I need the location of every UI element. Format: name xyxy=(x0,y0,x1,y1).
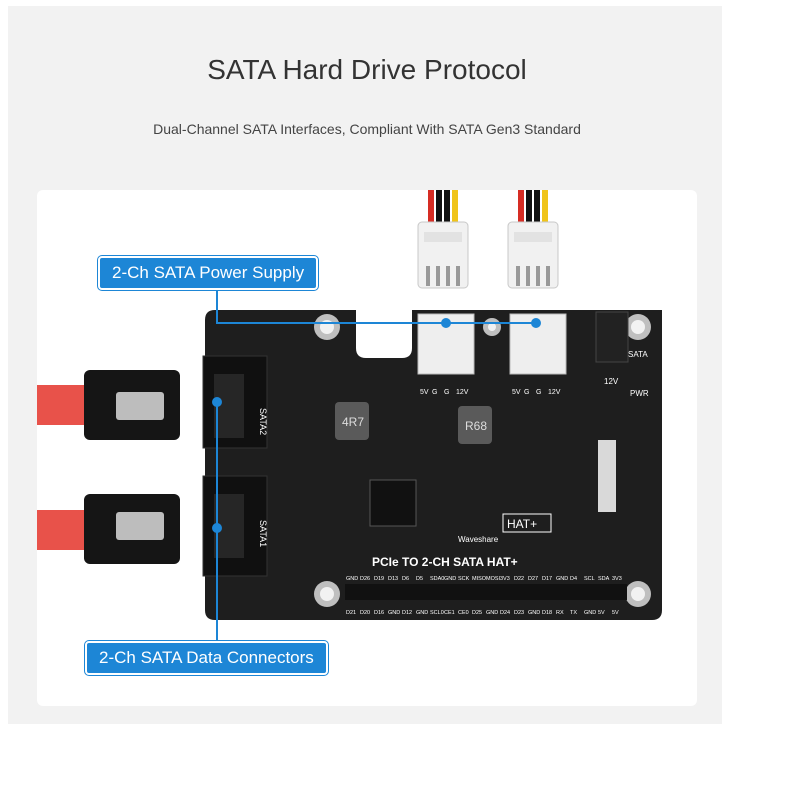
data-leader-line xyxy=(212,397,222,640)
gpio-pin-label: SCL0 xyxy=(430,610,444,616)
gpio-pin-label: SDA xyxy=(598,576,610,582)
board-name: PCIe TO 2-CH SATA HAT+ xyxy=(372,555,518,569)
gpio-pin-label: D6 xyxy=(402,576,409,582)
gpio-pin-label: D26 xyxy=(360,576,370,582)
pin-label: G xyxy=(444,389,449,396)
gpio-pin-label: D19 xyxy=(374,576,384,582)
page-subtitle: Dual-Channel SATA Interfaces, Compliant … xyxy=(153,121,581,137)
gpio-pin-label: GND xyxy=(416,610,428,616)
gpio-pin-label: SCK xyxy=(458,576,470,582)
gpio-pin-label: D25 xyxy=(472,610,482,616)
power-cable-right xyxy=(507,190,559,289)
gpio-pin-label: GND xyxy=(388,610,400,616)
gpio-pin-label: D23 xyxy=(514,610,524,616)
gpio-pin-label: SDA0 xyxy=(430,576,444,582)
gpio-pin-label: D22 xyxy=(514,576,524,582)
hat-badge-frame xyxy=(502,513,552,533)
gpio-pin-label: 3V3 xyxy=(612,576,622,582)
gpio-pin-label: MOSI xyxy=(486,576,501,582)
pin-label: G xyxy=(536,389,541,396)
gpio-pin-label: TX xyxy=(570,610,577,616)
gpio-pin-label: D13 xyxy=(388,576,398,582)
gpio-pin-label: 5V xyxy=(598,610,605,616)
power-leader-line xyxy=(216,285,541,328)
gpio-pin-label: D12 xyxy=(402,610,412,616)
gpio-pin-label: GND xyxy=(584,610,596,616)
gpio-pin-label: 5V xyxy=(612,610,619,616)
data-connectors-callout: 2-Ch SATA Data Connectors xyxy=(85,641,328,675)
gpio-pin-label: GND xyxy=(528,610,540,616)
pin-label: G xyxy=(524,389,529,396)
pin-label: 12V xyxy=(548,389,561,396)
gpio-pin-label: SCL xyxy=(584,576,595,582)
inductor-label-2: R68 xyxy=(465,419,487,433)
gpio-pin-label: GND xyxy=(486,610,498,616)
pin-label: 5V xyxy=(512,389,521,396)
gpio-pin-label: CE1 xyxy=(444,610,455,616)
sata2-label: SATA2 xyxy=(258,408,268,435)
led-pwr-label: PWR xyxy=(630,389,649,398)
gpio-pin-label: 3V3 xyxy=(500,576,510,582)
sata-data-cable-bottom xyxy=(37,494,180,564)
led-sata-label: SATA xyxy=(628,350,648,359)
gpio-pin-label: D5 xyxy=(416,576,423,582)
pin-label: 12V xyxy=(456,389,469,396)
gpio-pin-label: RX xyxy=(556,610,564,616)
gpio-pin-label: GND xyxy=(346,576,358,582)
gpio-pin-label: GND xyxy=(444,576,456,582)
pin-label: G xyxy=(432,389,437,396)
gpio-pin-label: GND xyxy=(556,576,568,582)
page-title: SATA Hard Drive Protocol xyxy=(207,54,527,85)
gpio-pin-label: D4 xyxy=(570,576,577,582)
power-cable-left xyxy=(417,190,469,289)
sata-data-cable-top xyxy=(37,370,180,440)
gpio-pin-label: D21 xyxy=(346,610,356,616)
hat-badge: HAT+ xyxy=(507,517,537,531)
inductor-label-1: 4R7 xyxy=(342,415,364,429)
gpio-pin-label: D16 xyxy=(374,610,384,616)
gpio-pin-label: D18 xyxy=(542,610,552,616)
power-supply-callout: 2-Ch SATA Power Supply xyxy=(98,256,319,290)
gpio-pin-label: D27 xyxy=(528,576,538,582)
gpio-pin-label: CE0 xyxy=(458,610,469,616)
pcb-board xyxy=(205,310,662,620)
gpio-pin-label: MISO xyxy=(472,576,487,582)
jack-label: 12V xyxy=(604,377,619,386)
sata1-label: SATA1 xyxy=(258,520,268,547)
gpio-pin-label: D20 xyxy=(360,610,370,616)
pin-label: 5V xyxy=(420,389,429,396)
gpio-pin-label: D24 xyxy=(500,610,510,616)
gpio-pin-label: D17 xyxy=(542,576,552,582)
brand-label: Waveshare xyxy=(458,535,499,544)
